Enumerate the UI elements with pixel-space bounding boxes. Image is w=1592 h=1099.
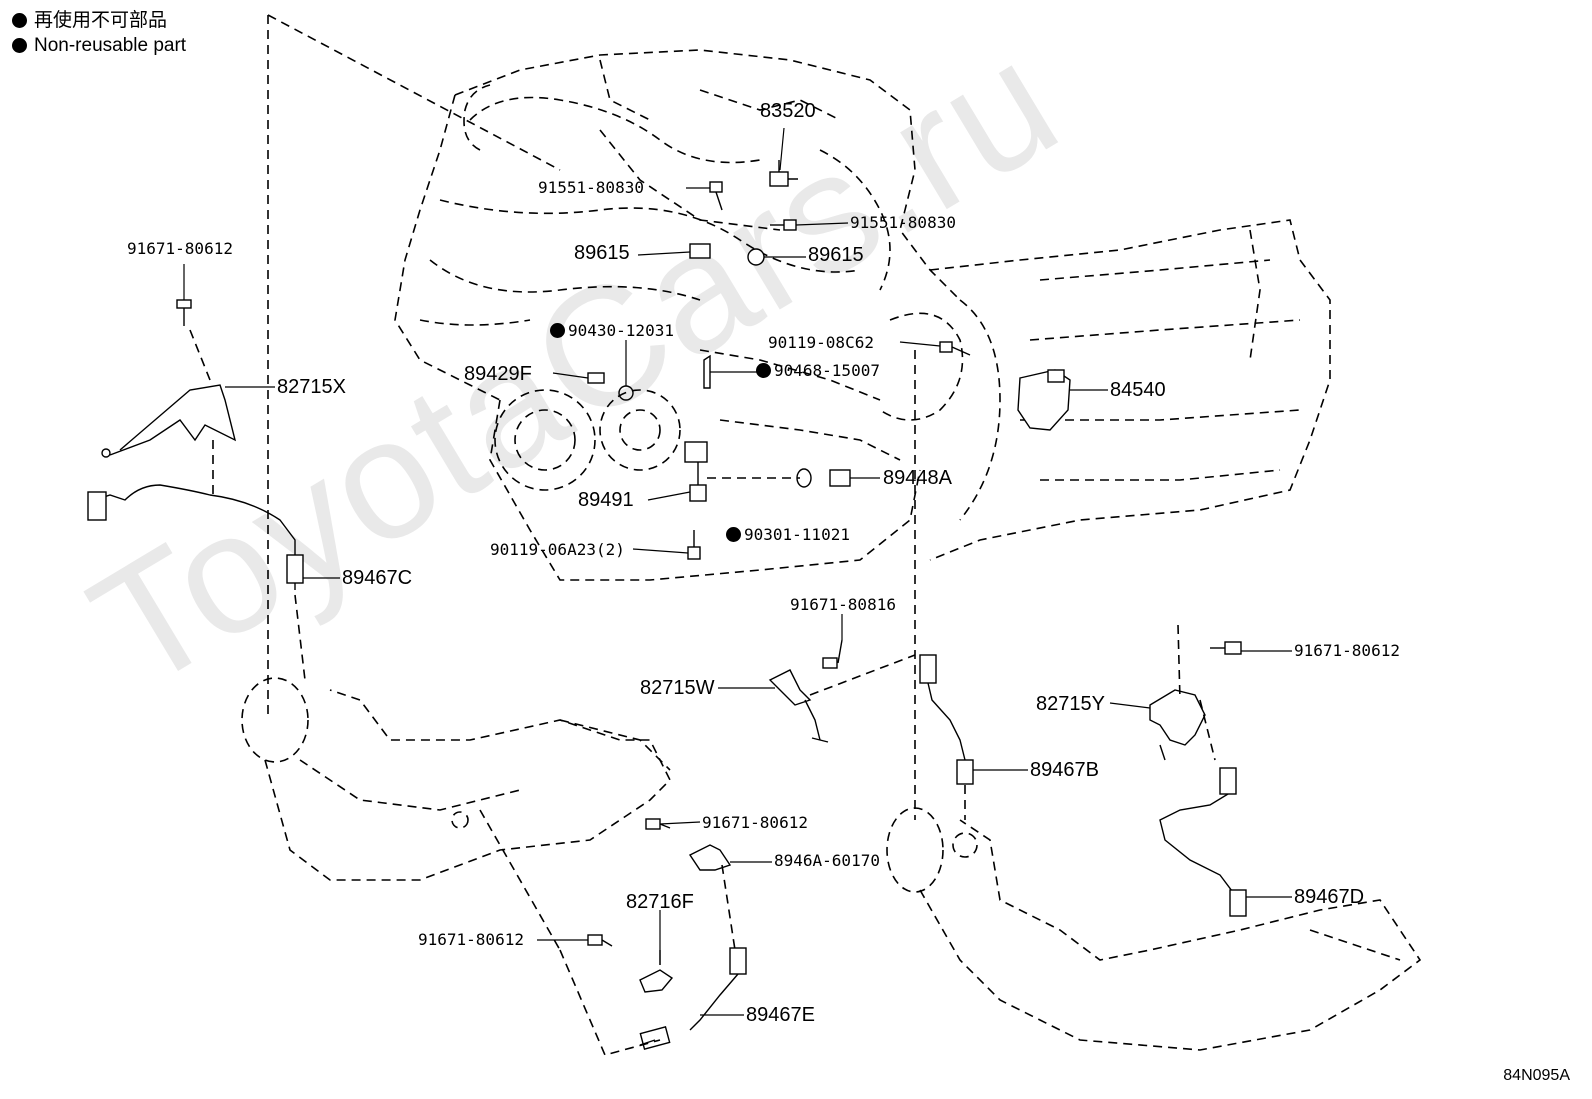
non-reusable-bullet-icon <box>550 323 565 338</box>
label-84540[interactable]: 84540 <box>1110 379 1166 401</box>
label-90119-08[interactable]: 90119-08C62 <box>768 333 874 352</box>
bracket-82715Y <box>1149 624 1216 761</box>
label-91551-a[interactable]: 91551-80830 <box>538 178 644 197</box>
label-90468-text: 90468-15007 <box>774 361 880 380</box>
label-90430-text: 90430-12031 <box>568 321 674 340</box>
legend-jp-text: 再使用不可部品 <box>34 10 168 31</box>
diagram-code: 84N095A <box>1503 1067 1570 1084</box>
non-reusable-bullet-icon <box>726 527 741 542</box>
bracket-82715X <box>101 329 237 495</box>
leader-lines <box>183 127 1292 1016</box>
label-89448A[interactable]: 89448A <box>883 467 952 489</box>
legend-row-jp: 再使用不可部品 <box>12 8 186 33</box>
bracket-8946A <box>688 844 736 951</box>
sensor-89429F <box>587 372 605 384</box>
leader-dash-bottom <box>559 949 661 1056</box>
label-90468[interactable]: 90468-15007 <box>756 362 880 380</box>
label-90119-06[interactable]: 90119-06A23(2) <box>490 540 625 559</box>
bolt-91671-bot <box>587 934 613 947</box>
label-89467D[interactable]: 89467D <box>1294 886 1365 908</box>
bolt-91551-a <box>709 181 723 211</box>
sensor-83520 <box>769 160 798 187</box>
bullet-icon <box>12 13 27 28</box>
catalyst-left <box>241 677 671 881</box>
legend: 再使用不可部品 Non-reusable part <box>12 8 186 58</box>
sensor-89448A <box>707 468 851 488</box>
non-reusable-bullet-icon <box>756 363 771 378</box>
label-82715Y[interactable]: 82715Y <box>1036 693 1105 715</box>
bolt-90119-08 <box>939 341 971 356</box>
sensor-89615-a <box>689 243 711 259</box>
legend-en-text: Non-reusable part <box>34 35 187 56</box>
bolt-90119-06 <box>687 530 701 560</box>
sensor-89467B <box>919 654 974 820</box>
label-89615-a[interactable]: 89615 <box>574 242 630 264</box>
transmission <box>929 219 1331 561</box>
label-82715W[interactable]: 82715W <box>640 677 715 699</box>
label-89467E[interactable]: 89467E <box>746 1004 815 1026</box>
label-91551-b[interactable]: 91551-80830 <box>850 213 956 232</box>
legend-row-en: Non-reusable part <box>12 33 186 58</box>
bracket-82716F <box>639 950 674 993</box>
label-91671-80816[interactable]: 91671-80816 <box>790 595 896 614</box>
label-89615-b[interactable]: 89615 <box>808 244 864 266</box>
sensor-89467E <box>639 947 747 1050</box>
label-91671-tr[interactable]: 91671-80612 <box>1294 641 1400 660</box>
sensor-89491 <box>684 441 708 502</box>
label-89429F[interactable]: 89429F <box>464 363 532 385</box>
label-8946A[interactable]: 8946A-60170 <box>774 851 880 870</box>
sensor-89467C <box>87 484 306 681</box>
label-89467C[interactable]: 89467C <box>342 567 413 589</box>
label-82716F[interactable]: 82716F <box>626 891 694 913</box>
label-83520[interactable]: 83520 <box>760 100 816 122</box>
label-89467B[interactable]: 89467B <box>1030 759 1099 781</box>
sensor-84540 <box>1017 369 1071 431</box>
clip-90468 <box>703 354 711 389</box>
label-91671-mid[interactable]: 91671-80612 <box>702 813 808 832</box>
bolt-91671-tl <box>176 299 192 326</box>
bolt-91671-tr <box>1210 641 1242 655</box>
label-90301-text: 90301-11021 <box>744 525 850 544</box>
label-90430[interactable]: 90430-12031 <box>550 322 674 340</box>
engine-block <box>394 49 964 581</box>
catalyst-right <box>886 807 1422 1051</box>
sensor-89615-b <box>747 248 765 266</box>
bracket-82715W <box>768 639 916 743</box>
sensor-89467D <box>1159 767 1247 917</box>
label-90301[interactable]: 90301-11021 <box>726 526 850 544</box>
label-91671-tl[interactable]: 91671-80612 <box>127 239 233 258</box>
label-91671-bot[interactable]: 91671-80612 <box>418 930 524 949</box>
bullet-icon <box>12 38 27 53</box>
label-82715X[interactable]: 82715X <box>277 376 346 398</box>
leader-dash-diag <box>267 14 561 171</box>
label-89491[interactable]: 89491 <box>578 489 634 511</box>
leader-dash-bottom2 <box>479 809 561 951</box>
